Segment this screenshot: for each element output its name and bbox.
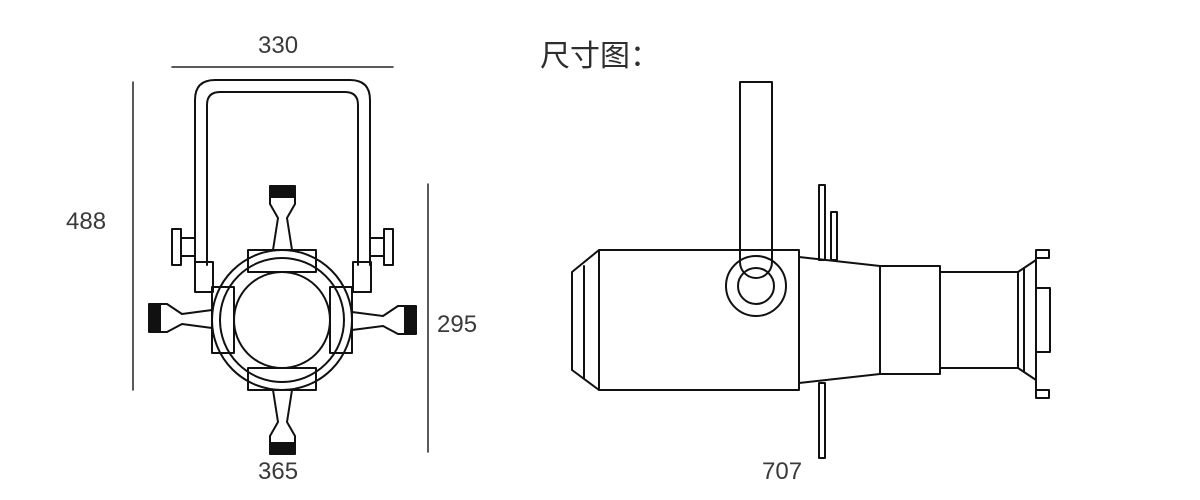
yoke-bracket-inner — [206, 91, 359, 266]
yoke-foot-right — [352, 261, 372, 293]
lens-barrel-zoom — [939, 271, 1019, 369]
shutter-plate-bottom — [818, 382, 826, 459]
gate-section — [798, 256, 881, 384]
shutter-handle-right — [351, 305, 417, 335]
yoke-bracket-outer — [194, 79, 371, 266]
lens-ring-inner — [233, 271, 331, 369]
yoke-knob-right-stem — [369, 237, 385, 257]
shutter-handle-top — [269, 185, 296, 251]
accessory-holder-bottom-tab — [1035, 389, 1050, 399]
front-view — [132, 66, 429, 455]
shutter-handle-bottom — [269, 389, 296, 455]
front-bottom-width-label: 365 — [258, 458, 299, 485]
shutter-handle-left — [148, 303, 213, 333]
rear-cap — [571, 249, 600, 391]
drawing-title: 尺寸图： — [540, 39, 660, 74]
lens-barrel-front — [879, 265, 941, 375]
yoke-knob-right-head — [383, 228, 394, 266]
side-view — [571, 81, 1051, 459]
front-flange — [1017, 259, 1037, 381]
pivot-outer — [725, 255, 787, 317]
lens-ring-middle — [219, 257, 345, 383]
yoke-knob-left-head — [171, 228, 182, 266]
accessory-holder-top-tab — [1035, 249, 1050, 259]
pivot-inner — [737, 267, 775, 305]
front-body-height-label: 295 — [437, 311, 478, 338]
yoke-knob-left-stem — [180, 237, 196, 257]
side-length-label: 707 — [762, 458, 803, 485]
front-height-label: 488 — [66, 208, 107, 235]
shutter-plate-top-short — [830, 211, 838, 261]
yoke-arm — [739, 81, 773, 279]
main-body — [598, 249, 800, 391]
shutter-plate-top-tall — [818, 184, 826, 261]
front-width-label: 330 — [258, 32, 299, 59]
front-lens-plate — [1035, 287, 1051, 353]
yoke-foot-left — [194, 261, 214, 293]
